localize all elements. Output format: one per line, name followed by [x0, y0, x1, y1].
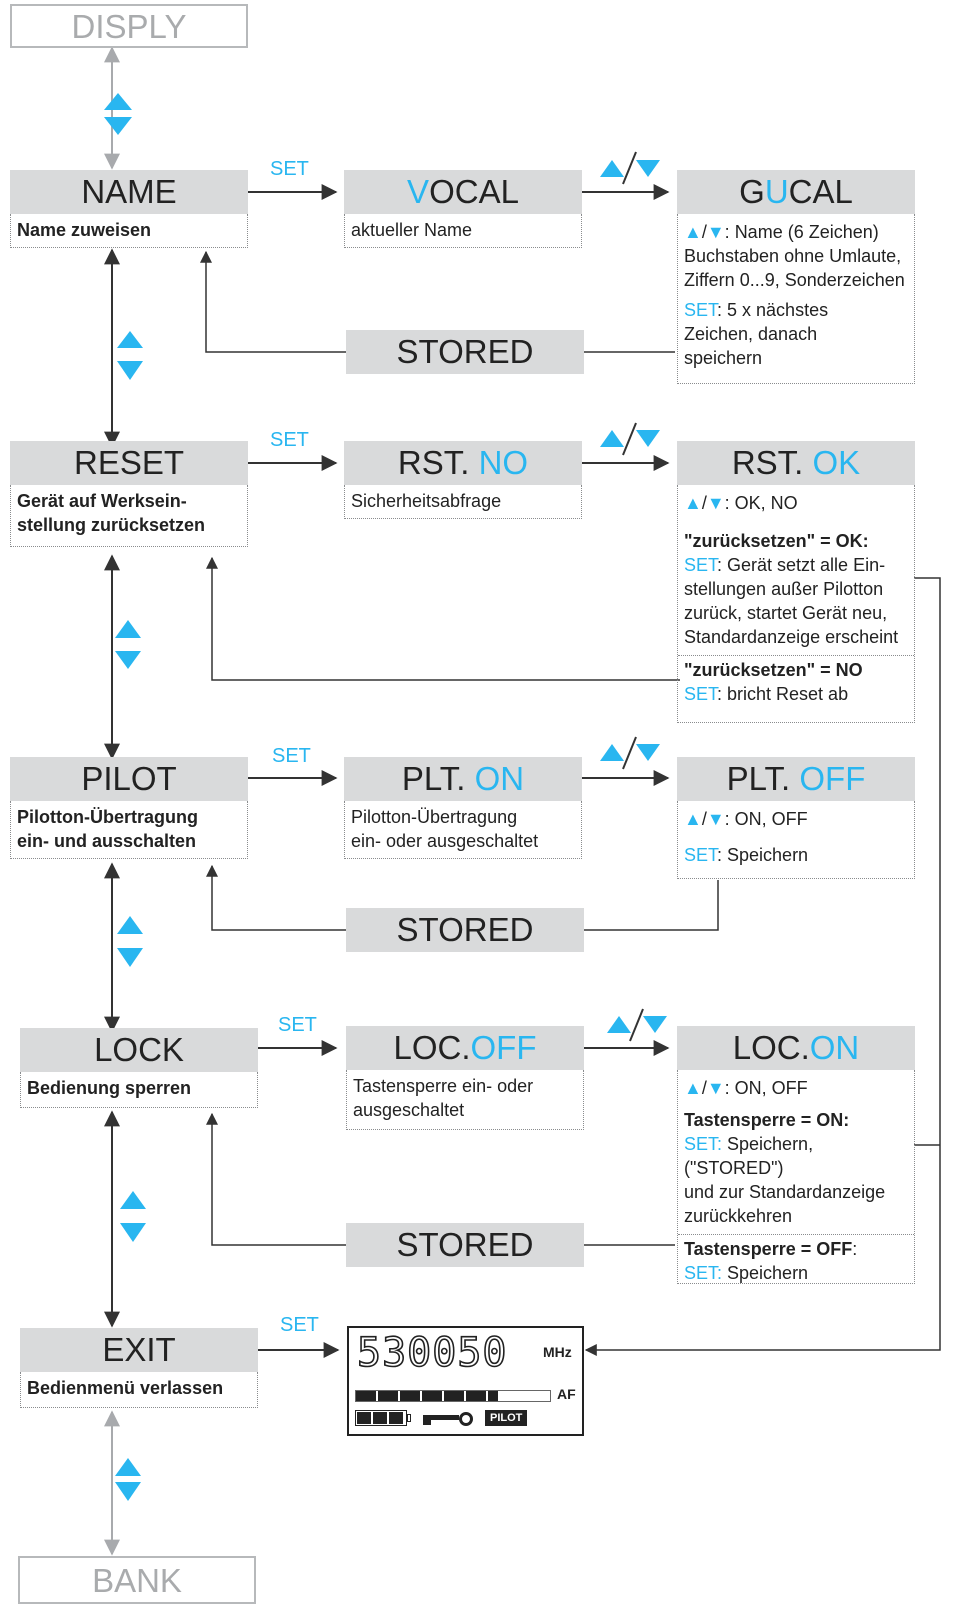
updown-icon-name-reset	[117, 331, 143, 380]
updown-icon-top	[104, 93, 132, 135]
key-lock-icon	[423, 1412, 475, 1426]
menu-lock-title[interactable]: LOCK	[20, 1028, 258, 1072]
return-name-left	[200, 250, 346, 353]
updown-icon-bottom	[115, 1458, 141, 1501]
reset-query-desc: Sicherheitsabfrage	[344, 485, 582, 519]
name-edit-display: GUCAL	[677, 170, 915, 214]
set-label-lock: SET	[278, 1014, 317, 1036]
lock-on-desc: ▲/▼: ON, OFF Tastensperre = ON: SET: Spe…	[677, 1070, 915, 1284]
pilot-off-desc: ▲/▼: ON, OFF SET: Speichern	[677, 801, 915, 879]
stored-name: STORED	[346, 330, 584, 374]
battery-tip	[407, 1414, 411, 1422]
menu-name-desc: Name zuweisen	[10, 214, 248, 248]
menu-lock-desc: Bedienung sperren	[20, 1072, 258, 1108]
lcd-af-meter	[355, 1390, 551, 1402]
battery-icon	[355, 1410, 407, 1426]
battery-fill	[357, 1412, 405, 1424]
menu-exit-title[interactable]: EXIT	[20, 1328, 258, 1372]
set-label-reset: SET	[270, 429, 309, 451]
pilot-on-display: PLT. ON	[344, 757, 582, 801]
menu-pilot-desc: Pilotton-Übertragung ein- und ausschalte…	[10, 801, 248, 859]
connector-right	[584, 577, 941, 1356]
lcd-pilot-badge: PILOT	[485, 1410, 528, 1426]
lcd-frequency: 530050	[356, 1329, 508, 1377]
menu-reset-title[interactable]: RESET	[10, 441, 248, 485]
pilot-on-desc: Pilotton-Übertragung ein- oder ausgescha…	[344, 801, 582, 859]
lcd-unit: MHz	[543, 1344, 572, 1360]
updown-slash-icon-reset	[600, 422, 660, 456]
lock-on-display: LOC.ON	[677, 1026, 915, 1070]
stored-lock: STORED	[346, 1223, 584, 1267]
menu-reset-desc: Gerät auf Werksein- stellung zurücksetze…	[10, 485, 248, 547]
updown-icon-reset-pilot	[115, 620, 141, 669]
menu-name-title[interactable]: NAME	[10, 170, 248, 214]
return-pilot-left	[206, 864, 346, 931]
menu-pilot-title[interactable]: PILOT	[10, 757, 248, 801]
lcd-af-label: AF	[557, 1386, 576, 1402]
pilot-off-display: PLT. OFF	[677, 757, 915, 801]
updown-icon-lock-exit	[120, 1191, 146, 1242]
lcd-standard-display: 530050 MHz AF PILOT	[347, 1326, 584, 1436]
updown-slash-icon-pilot	[600, 736, 660, 770]
reset-ok-display: RST. OK	[677, 441, 915, 485]
return-lock-left	[206, 1112, 346, 1246]
name-current-desc: aktueller Name	[344, 214, 582, 248]
nav-bottom-label: BANK	[92, 1562, 182, 1599]
name-edit-desc: ▲/▼: Name (6 Zeichen) Buchstaben ohne Um…	[677, 214, 915, 384]
lcd-af-fill	[356, 1391, 498, 1401]
return-pilot-right	[584, 880, 719, 931]
nav-top-box[interactable]: DISPLY	[10, 4, 248, 48]
lock-off-display: LOC.OFF	[346, 1026, 584, 1070]
set-label-pilot: SET	[272, 745, 311, 767]
updown-icon-pilot-lock	[117, 916, 143, 967]
stored-pilot: STORED	[346, 908, 584, 952]
set-label-name: SET	[270, 158, 309, 180]
menu-exit-desc: Bedienmenü verlassen	[20, 1372, 258, 1408]
reset-query-display: RST. NO	[344, 441, 582, 485]
nav-top-label: DISPLY	[71, 8, 187, 45]
lock-off-desc: Tastensperre ein- oder ausgeschaltet	[346, 1070, 584, 1130]
updown-slash-icon-name	[600, 151, 660, 185]
reset-ok-desc: ▲/▼: OK, NO "zurücksetzen" = OK: SET: Ge…	[677, 485, 915, 723]
updown-slash-icon-lock	[607, 1008, 667, 1042]
return-reset	[206, 556, 680, 681]
name-current-display: VOCAL	[344, 170, 582, 214]
set-label-exit: SET	[280, 1314, 319, 1336]
nav-bottom-box[interactable]: BANK	[18, 1556, 256, 1604]
